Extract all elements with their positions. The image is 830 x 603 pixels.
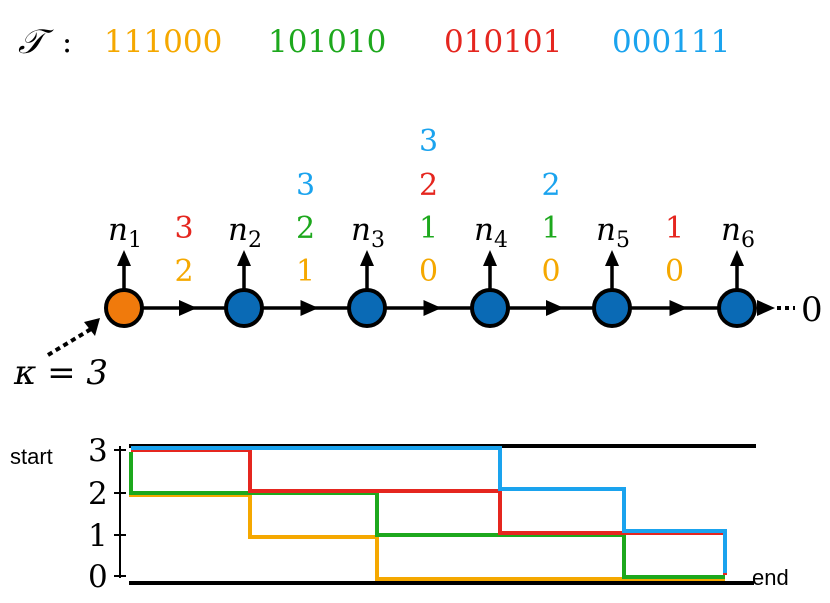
edge-label-value: 3: [174, 211, 193, 246]
edge-arrowhead: [179, 300, 197, 316]
level-step-plot: 3 2 1 0 start end: [10, 433, 789, 595]
edge-label-value: 0: [419, 254, 438, 289]
chain-node-5: [592, 288, 632, 328]
edge-label-value: 3: [296, 168, 315, 203]
y-tick-label: 3: [88, 433, 108, 469]
y-tick-label: 0: [88, 559, 108, 595]
y-tick-label: 2: [88, 476, 108, 512]
sequence-orange: 111000: [104, 24, 222, 60]
edge-label-value: 0: [541, 254, 560, 289]
node-label: n1: [108, 212, 142, 253]
node-label: n6: [721, 212, 755, 253]
node-label: n4: [474, 212, 508, 253]
step-path-orange: [129, 454, 725, 581]
edge-label-value: 2: [174, 254, 193, 289]
edge-arrowhead: [423, 300, 442, 316]
step-path-red: [131, 448, 727, 575]
sequence-green: 101010: [268, 24, 386, 60]
output-arrowhead: [237, 250, 251, 266]
node-label: n2: [228, 212, 262, 253]
edge-label-value: 1: [541, 211, 560, 246]
edge-arrowhead: [300, 300, 319, 316]
chain-node-2: [224, 288, 264, 328]
chain-node-4: [470, 288, 510, 328]
output-arrowhead: [360, 250, 374, 266]
sequence-blue: 000111: [612, 24, 730, 60]
edge-label-value: 2: [419, 168, 438, 203]
step-path-blue: [131, 446, 727, 573]
edge-arrowhead: [546, 300, 564, 316]
node-chain: 0 n1 n2 n3 n4 n5 n6 3 2 3 2 1 3 2 1 0 2 1 0 1 0 κ = 3: [13, 124, 823, 393]
sequence-set-symbol: 𝒯: [18, 22, 54, 62]
edge-label-value: 2: [541, 168, 560, 203]
edge-label-value: 1: [296, 254, 315, 289]
edge-arrowhead: [669, 300, 688, 316]
end-label: end: [752, 565, 789, 590]
step-path-green: [129, 452, 725, 579]
chain-node-6: [717, 288, 757, 328]
sequence-set-colon: :: [62, 25, 72, 60]
kappa-pointer-line: [46, 324, 98, 357]
output-arrowhead: [730, 250, 744, 266]
sequence-set-header: 𝒯 : 111000 101010 010101 000111: [18, 22, 730, 62]
edge-label-value: 1: [419, 211, 438, 246]
output-arrowhead: [117, 250, 131, 266]
node-label: n5: [596, 212, 630, 253]
terminal-value: 0: [801, 290, 823, 330]
node-label: n3: [351, 212, 385, 253]
edge-label-value: 0: [665, 254, 684, 289]
sequence-red: 010101: [444, 24, 562, 60]
kappa-label: κ = 3: [13, 353, 108, 393]
y-tick-label: 1: [88, 518, 108, 554]
chain-node-3: [347, 288, 387, 328]
chain-node-1: [104, 288, 144, 328]
output-arrowhead: [605, 250, 619, 266]
edge-label-value: 1: [665, 211, 684, 246]
start-label: start: [10, 444, 53, 469]
edge-label-value: 2: [296, 211, 315, 246]
kappa-pointer-arrowhead: [84, 318, 100, 336]
edge-label-value: 3: [419, 124, 438, 159]
output-arrowhead: [483, 250, 497, 266]
terminal-arrowhead: [757, 300, 775, 316]
